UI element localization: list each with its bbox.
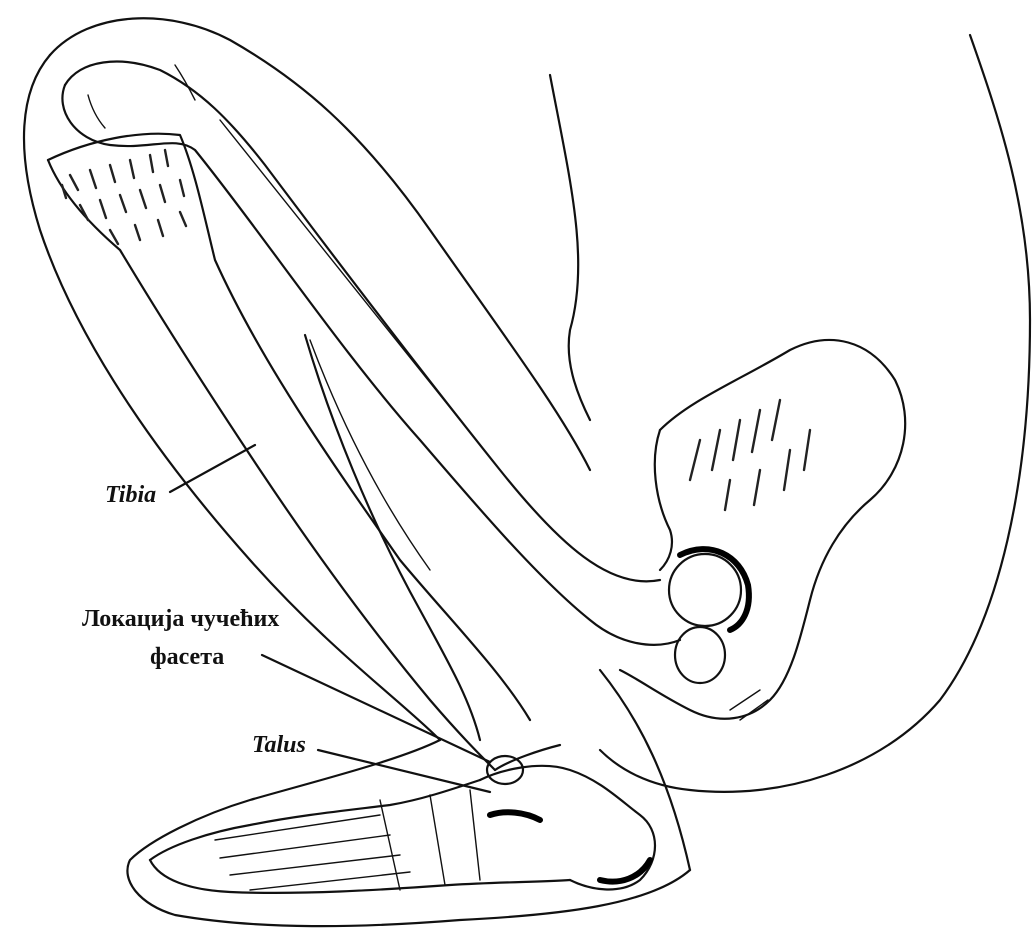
leg-silhouette <box>24 18 1030 926</box>
foot-bones <box>150 756 655 893</box>
pelvis <box>620 340 905 720</box>
tibia-label: Tibia <box>105 482 156 508</box>
talus-label: Talus <box>252 732 306 758</box>
talus-leader <box>318 750 490 792</box>
fibula <box>305 335 480 740</box>
facets-label-line2: фасета <box>150 644 224 670</box>
femur <box>62 62 680 645</box>
tibia-leader <box>170 445 255 492</box>
facets-label-line1: Локација чучећих <box>82 606 279 632</box>
hip-joint <box>669 549 749 630</box>
